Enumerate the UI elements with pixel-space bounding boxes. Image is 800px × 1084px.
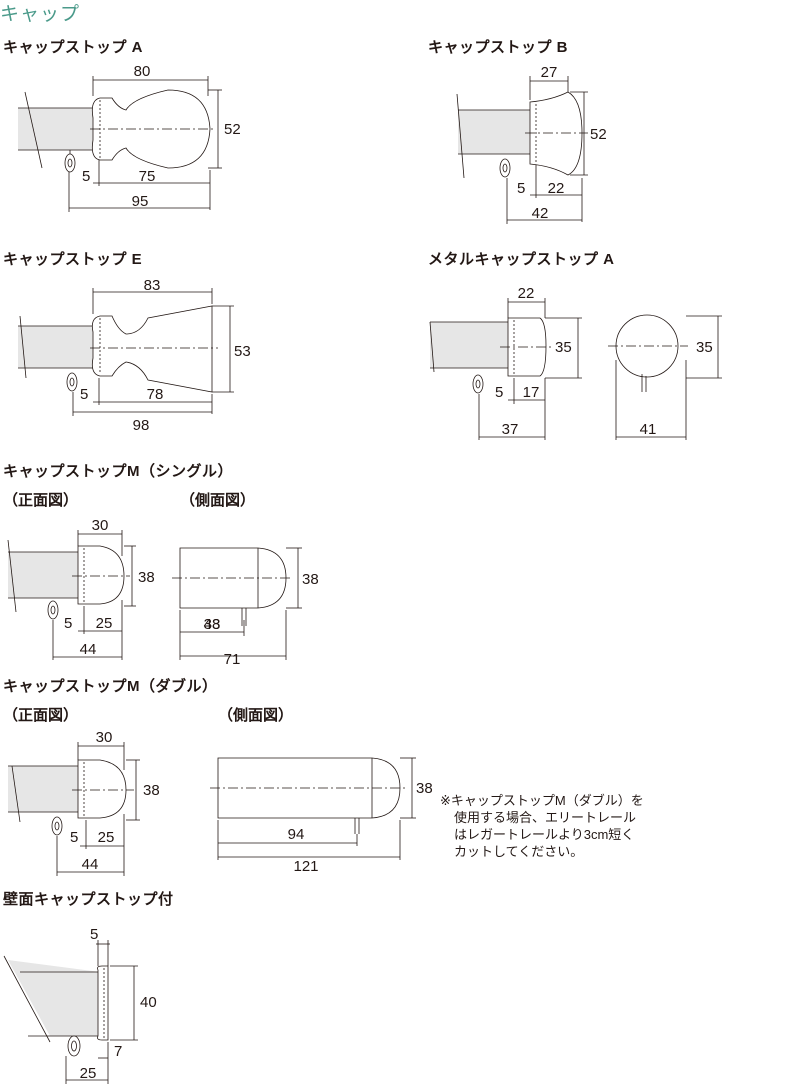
dim-label: 5 — [517, 180, 525, 197]
dim-label: 53 — [234, 343, 251, 360]
wall-drawing: 5 40 7 25 — [3, 926, 157, 1084]
dim-label: 7 — [114, 1043, 122, 1060]
dim-label: 38 — [204, 616, 221, 633]
dim-label: 44 — [82, 856, 99, 873]
m-double-drawing: 30 38 5 25 44 38 94 121 — [8, 729, 433, 876]
dim-label: 22 — [518, 285, 535, 302]
dim-label: 27 — [541, 64, 558, 81]
dim-label: 38 — [138, 569, 155, 586]
dim-label: 35 — [555, 339, 572, 356]
dim-label: 5 — [495, 384, 503, 401]
dim-label: 80 — [134, 63, 151, 80]
cap-a-heading: キャップストップ A — [3, 39, 144, 56]
cap-e-heading: キャップストップ E — [3, 251, 143, 268]
dim-label: 5 — [90, 926, 98, 943]
m-double-side-label: （側面図） — [218, 707, 294, 724]
dim-label: 52 — [224, 121, 241, 138]
metal-a-drawing: 22 35 5 17 37 35 41 — [429, 285, 722, 440]
dim-label: 17 — [523, 384, 540, 401]
dim-label: 38 — [416, 780, 433, 797]
dim-label: 95 — [132, 193, 149, 210]
metal-a-heading: メタルキャップストップ A — [428, 251, 615, 268]
dim-label: 42 — [532, 205, 549, 222]
dim-label: 71 — [224, 651, 241, 668]
dim-label: 25 — [96, 615, 113, 632]
dim-label: 25 — [98, 829, 115, 846]
m-single-drawing: 30 38 5 25 44 38 38 43 71 — [7, 517, 319, 668]
dim-label: 121 — [293, 858, 318, 875]
dim-label: 44 — [80, 641, 97, 658]
note-line: はレガートレールより3cm短く — [454, 827, 635, 842]
wall-heading: 壁面キャップストップ付 — [3, 891, 174, 908]
dim-label: 22 — [548, 180, 565, 197]
dim-label: 43 — [204, 616, 221, 633]
m-double-note: ※キャップストップM（ダブル）を 使用する場合、エリートレール はレガートレール… — [440, 792, 660, 860]
cap-b-drawing: 27 52 5 22 42 — [456, 64, 607, 224]
dim-label: 94 — [288, 826, 305, 843]
dim-label: 5 — [80, 386, 88, 403]
cap-b-heading: キャップストップ B — [428, 39, 569, 56]
m-double-heading: キャップストップM（ダブル） — [3, 678, 218, 695]
dim-label: 5 — [82, 168, 90, 185]
m-single-heading: キャップストップM（シングル） — [3, 463, 233, 480]
dim-label: 52 — [590, 126, 607, 143]
note-line: 使用する場合、エリートレール — [454, 810, 637, 825]
dim-label: 30 — [96, 729, 113, 746]
m-single-side-label: （側面図） — [180, 492, 256, 509]
dim-label: 37 — [502, 421, 519, 438]
cap-e-drawing: 83 53 5 78 98 — [18, 277, 251, 434]
dim-label: 30 — [92, 517, 109, 534]
dim-label: 40 — [140, 994, 157, 1011]
cap-a-drawing: 80 52 5 75 95 — [18, 63, 241, 212]
dim-label: 83 — [144, 277, 161, 294]
note-line: カットしてください。 — [454, 844, 584, 859]
dim-label: 38 — [302, 571, 319, 588]
dim-label: 41 — [640, 421, 657, 438]
dim-label: 75 — [139, 168, 156, 185]
dim-label: 5 — [64, 615, 72, 632]
dim-label: 5 — [70, 829, 78, 846]
m-single-front-label: （正面図） — [3, 492, 79, 509]
page-title: キャップ — [0, 4, 81, 25]
dim-label: 78 — [147, 386, 164, 403]
dim-label: 98 — [133, 417, 150, 434]
note-line: ※キャップストップM（ダブル）を — [440, 793, 644, 808]
m-double-front-label: （正面図） — [3, 707, 79, 724]
dim-label: 35 — [696, 339, 713, 356]
dim-label: 25 — [80, 1065, 97, 1082]
dim-label: 38 — [143, 782, 160, 799]
